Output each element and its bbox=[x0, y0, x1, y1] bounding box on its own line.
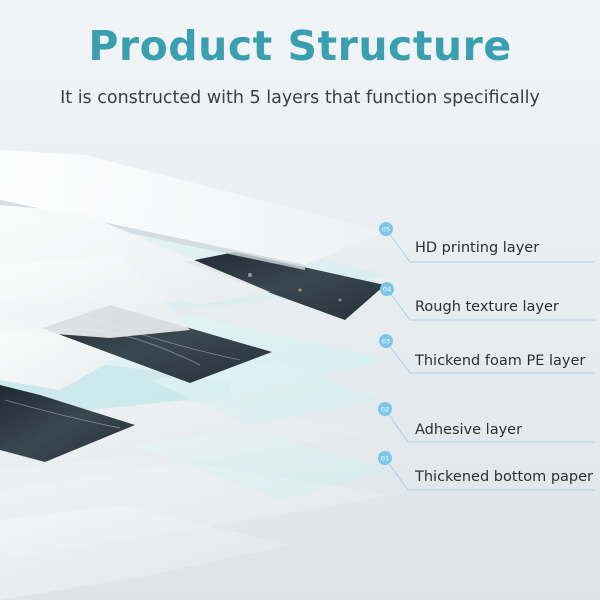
layer-03-label: Thickend foam PE layer bbox=[415, 353, 586, 369]
layer-02-label: Adhesive layer bbox=[415, 422, 523, 438]
layer-02-callout: 02 bbox=[378, 402, 595, 443]
layer-05-number: 05 bbox=[382, 226, 390, 234]
dark-stone-tile bbox=[0, 385, 135, 462]
layer-01-badge bbox=[378, 451, 392, 465]
page-subtitle: It is constructed with 5 layers that fun… bbox=[60, 88, 540, 108]
layer-05-callout: 05 bbox=[379, 222, 595, 263]
layer-01-label: Thickened bottom paper bbox=[415, 469, 594, 485]
layer-02-number: 02 bbox=[381, 406, 389, 414]
layer-01-number: 01 bbox=[381, 455, 389, 463]
layer-04-callout: 04 bbox=[380, 282, 595, 321]
layer-04-label: Rough texture layer bbox=[415, 299, 559, 315]
layer-05-badge bbox=[379, 222, 393, 236]
layer-01-callout: 01 bbox=[378, 451, 595, 491]
dark-stone-tile bbox=[185, 252, 385, 320]
layer-03-badge bbox=[379, 334, 393, 348]
page-title: Product Structure bbox=[88, 22, 512, 70]
layer-04-number: 04 bbox=[383, 286, 391, 294]
layer-02-badge bbox=[378, 402, 392, 416]
layer-03-callout: 03 bbox=[379, 334, 595, 374]
layer-05-label: HD printing layer bbox=[415, 240, 540, 256]
layer-04-badge bbox=[380, 282, 394, 296]
layer-03-number: 03 bbox=[382, 338, 390, 346]
layer-05-hd-printing bbox=[0, 150, 385, 338]
